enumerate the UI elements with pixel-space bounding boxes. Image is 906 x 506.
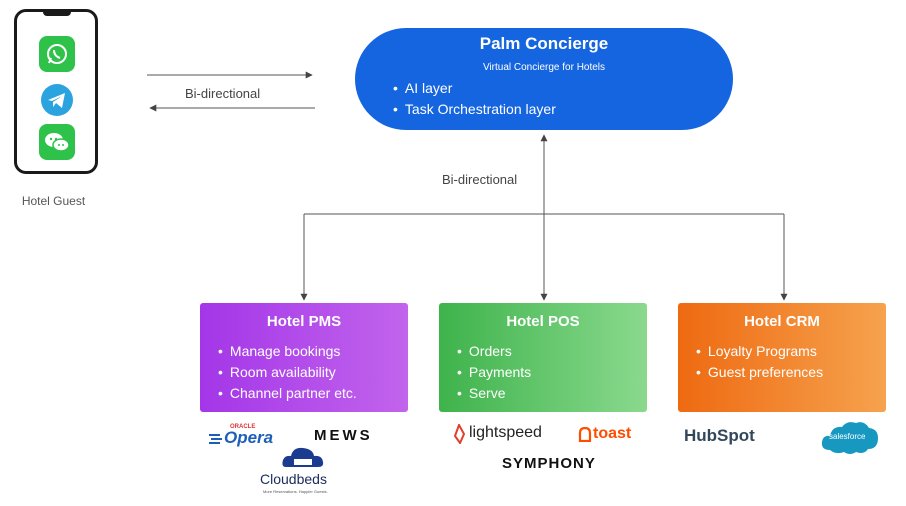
vertical-link-label: Bi-directional — [442, 172, 518, 187]
pos-list: Orders Payments Serve — [457, 341, 531, 404]
hotel-pms-node: Hotel PMS Manage bookings Room availabil… — [200, 303, 408, 412]
concierge-list: AI layer Task Orchestration layer — [393, 78, 556, 120]
phone-notch — [43, 10, 71, 16]
telegram-icon — [39, 82, 75, 118]
pms-item: Channel partner etc. — [218, 383, 357, 404]
pms-title: Hotel PMS — [266, 313, 342, 330]
pos-title: Hotel POS — [506, 313, 580, 330]
mews-logo: MEWS — [314, 427, 373, 444]
opera-swoosh-icon — [209, 434, 222, 444]
pms-item: Room availability — [218, 362, 357, 383]
hotel-pos-node: Hotel POS Orders Payments Serve — [439, 303, 647, 412]
crm-item: Loyalty Programs — [696, 341, 823, 362]
wechat-icon — [39, 124, 75, 160]
flame-icon — [453, 424, 466, 444]
crm-item: Guest preferences — [696, 362, 823, 383]
oracle-small-text: ORACLE — [230, 424, 256, 430]
whatsapp-icon — [39, 36, 75, 72]
pos-item: Serve — [457, 383, 531, 404]
symphony-logo: SYMPHONY — [502, 455, 596, 472]
toast-text: toast — [593, 425, 632, 442]
cloudbeds-tagline: More Reservations. Happier Guests. — [263, 489, 328, 494]
concierge-title: Palm Concierge — [479, 34, 609, 53]
cloudbeds-cloud-icon — [282, 447, 324, 467]
opera-text: Opera — [224, 428, 274, 447]
toast-icon — [578, 427, 592, 442]
cloudbeds-text: Cloudbeds — [260, 471, 327, 487]
pms-item: Manage bookings — [218, 341, 357, 362]
lightspeed-text: lightspeed — [469, 424, 542, 441]
concierge-item: Task Orchestration layer — [393, 99, 556, 120]
phone-device — [14, 9, 98, 174]
crm-title: Hotel CRM — [744, 313, 820, 330]
pos-item: Payments — [457, 362, 531, 383]
concierge-subtitle: Virtual Concierge for Hotels — [482, 62, 606, 73]
hotel-crm-node: Hotel CRM Loyalty Programs Guest prefere… — [678, 303, 886, 412]
opera-logo: ORACLE Opera — [208, 424, 274, 448]
palm-concierge-node: Palm Concierge Virtual Concierge for Hot… — [355, 28, 733, 130]
pos-item: Orders — [457, 341, 531, 362]
salesforce-cloud-icon — [821, 422, 878, 454]
cloudbeds-logo: Cloudbeds More Reservations. Happier Gue… — [258, 445, 350, 497]
crm-list: Loyalty Programs Guest preferences — [696, 341, 823, 383]
hotel-guest-label: Hotel Guest — [21, 194, 86, 208]
salesforce-text: salesforce — [829, 432, 866, 441]
concierge-item: AI layer — [393, 78, 556, 99]
hubspot-logo: HubSpot — [684, 426, 755, 445]
top-link-label: Bi-directional — [185, 86, 261, 101]
salesforce-logo: salesforce — [820, 418, 880, 456]
pms-list: Manage bookings Room availability Channe… — [218, 341, 357, 404]
